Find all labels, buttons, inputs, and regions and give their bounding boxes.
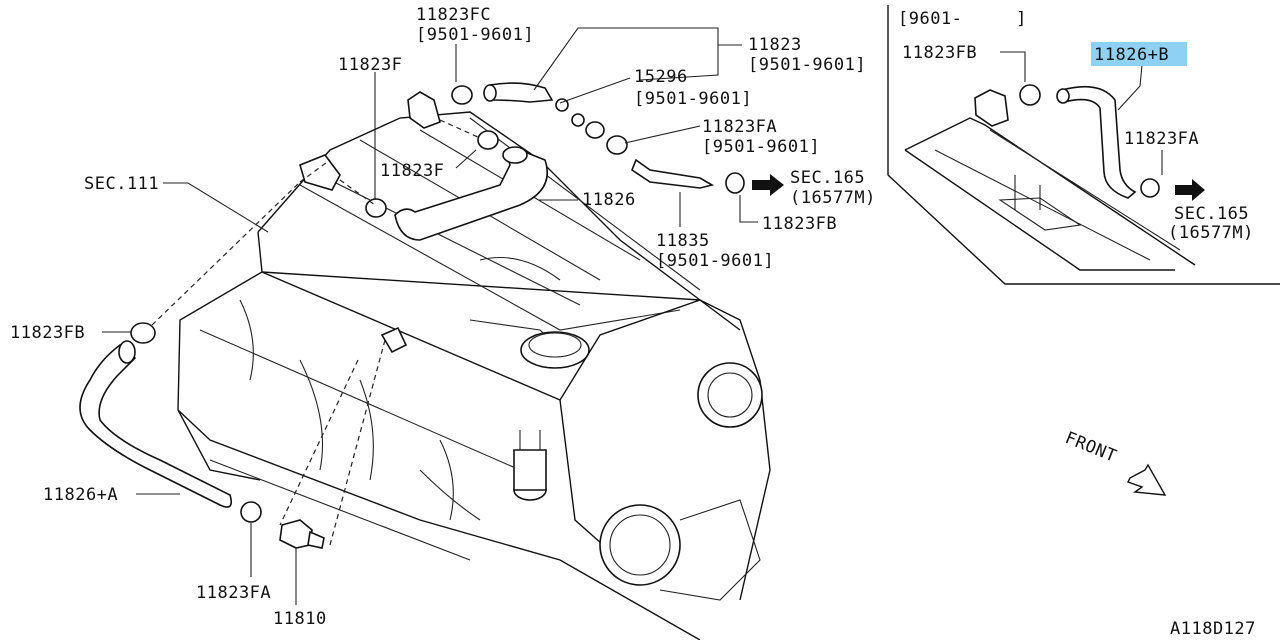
engine-block-drawing	[177, 111, 771, 640]
label-11823FA-top: 11823FA	[702, 117, 777, 137]
label-11826: 11826	[582, 190, 636, 210]
label-inset-sec165: SEC.165	[1174, 204, 1249, 224]
label-sec165-left: SEC.165	[790, 168, 865, 188]
label-11823F-a: 11823F	[338, 55, 402, 75]
label-11826A: 11826+A	[43, 485, 118, 505]
label-inset-11823FB: 11823FB	[902, 43, 977, 63]
arrow-sec165-left-icon	[752, 174, 784, 196]
label-sec111: SEC.111	[84, 174, 159, 194]
dashed-routing-lines	[151, 119, 481, 546]
label-15296-date: [9501-9601]	[634, 89, 752, 109]
part-labels: 11823FC [9501-9601] 11823 [9501-9601] 15…	[10, 5, 1256, 639]
leader-lines	[102, 27, 758, 605]
front-arrow-icon	[1127, 463, 1167, 496]
inset-panel	[887, 5, 1280, 285]
label-11823-date: [9501-9601]	[748, 55, 866, 75]
main-hoses	[79, 82, 745, 549]
label-front: FRONT	[1062, 428, 1119, 467]
label-drawing-code: A118D127	[1170, 619, 1256, 639]
label-inset-sec165-code: (16577M)	[1168, 223, 1254, 243]
label-11823FC-date: [9501-9601]	[416, 25, 534, 45]
label-11823FA-top-date: [9501-9601]	[702, 137, 820, 157]
label-15296: 15296	[634, 67, 688, 87]
label-11835: 11835	[656, 231, 710, 251]
label-11823: 11823	[748, 35, 802, 55]
label-11810: 11810	[273, 609, 327, 629]
label-11823F-b: 11823F	[380, 161, 444, 181]
label-inset-date: [9601- ]	[898, 9, 1027, 29]
label-11823FB-left: 11823FB	[10, 323, 85, 343]
label-inset-11823FA: 11823FA	[1124, 129, 1199, 149]
label-sec165-left-code: (16577M)	[790, 188, 876, 208]
highlight-11826B	[1091, 42, 1187, 66]
arrow-sec165-inset-icon	[1175, 179, 1205, 201]
label-11823FB-mid: 11823FB	[762, 214, 837, 234]
label-inset-11826B: 11826+B	[1094, 45, 1169, 65]
label-11823FC: 11823FC	[416, 5, 491, 25]
label-11823FA-bottom: 11823FA	[196, 583, 271, 603]
label-11835-date: [9501-9601]	[656, 251, 774, 271]
